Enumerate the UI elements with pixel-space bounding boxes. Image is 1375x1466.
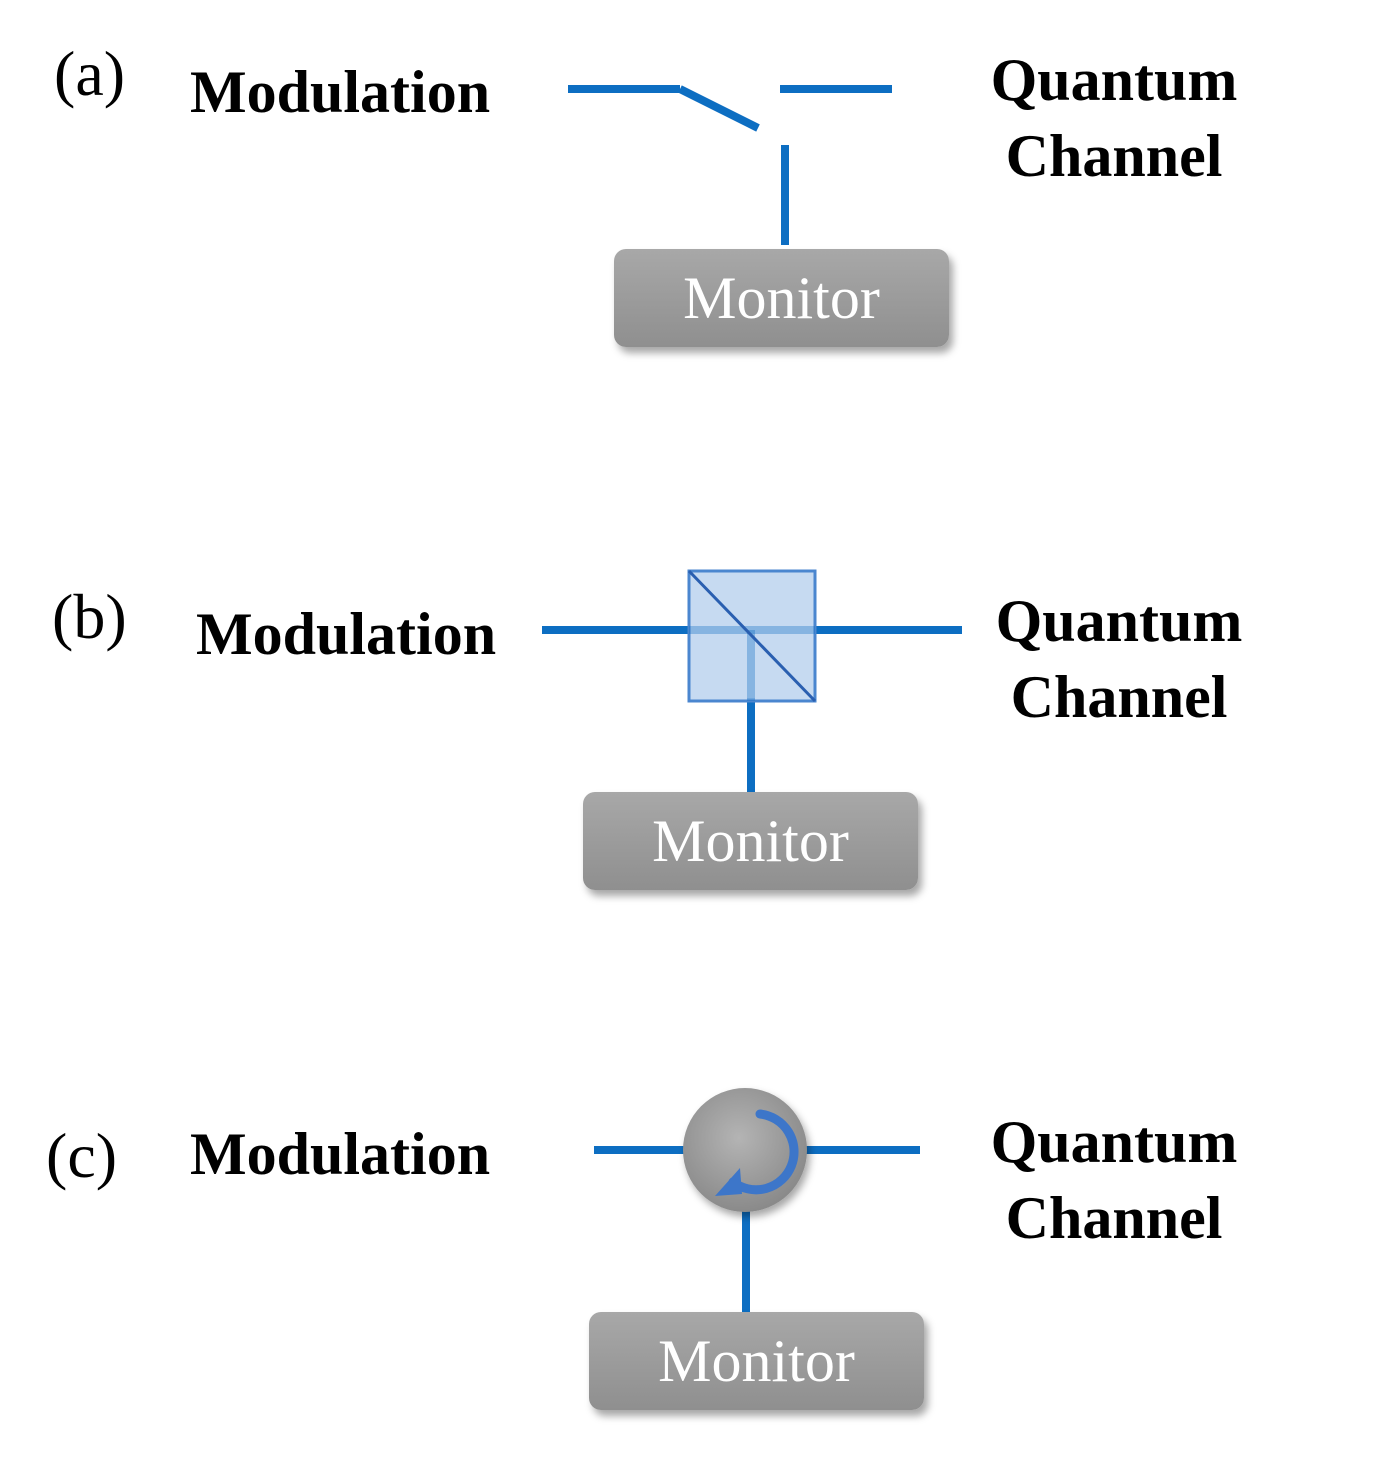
output-wire [814, 626, 962, 634]
quantum-channel-line2: Channel [1005, 123, 1223, 190]
switch-blade [678, 85, 760, 132]
monitor-wire [781, 145, 789, 245]
switch-icon [678, 85, 760, 132]
monitor-wire [747, 698, 755, 793]
input-wire [594, 1146, 694, 1154]
splitter-cube [687, 569, 817, 703]
quantum-channel-line2: Channel [1005, 1185, 1223, 1252]
quantum-channel-line1: Quantum [990, 1109, 1238, 1175]
panel-label: (b) [52, 581, 127, 652]
modulation-label: Modulation [190, 1121, 491, 1187]
panel-label: (a) [54, 38, 126, 109]
circulator-body [683, 1088, 807, 1212]
modulation-label: Modulation [190, 59, 491, 125]
quantum-channel-label: Quantum Channel [964, 1104, 1264, 1256]
quantum-channel-line1: Quantum [995, 588, 1243, 654]
output-wire [780, 85, 892, 93]
input-wire [542, 626, 690, 634]
monitor-box: Monitor [583, 792, 918, 890]
monitor-box: Monitor [589, 1312, 924, 1410]
splitter-diagonal [687, 569, 817, 703]
circulator-arrow-head [715, 1168, 742, 1196]
modulation-label: Modulation [196, 601, 497, 667]
quantum-channel-line1: Quantum [990, 47, 1238, 113]
monitor-wire [742, 1205, 750, 1313]
output-wire [800, 1146, 920, 1154]
panel-a: (a) Modulation Quantum Channel Monitor [0, 0, 1375, 420]
quantum-channel-label: Quantum Channel [964, 42, 1264, 194]
panel-label: (c) [46, 1120, 118, 1191]
quantum-channel-line2: Channel [1010, 664, 1228, 731]
monitor-box: Monitor [614, 249, 949, 347]
quantum-channel-label: Quantum Channel [969, 583, 1269, 735]
input-wire [568, 85, 680, 93]
circulator-arrow-arc [728, 1109, 799, 1195]
